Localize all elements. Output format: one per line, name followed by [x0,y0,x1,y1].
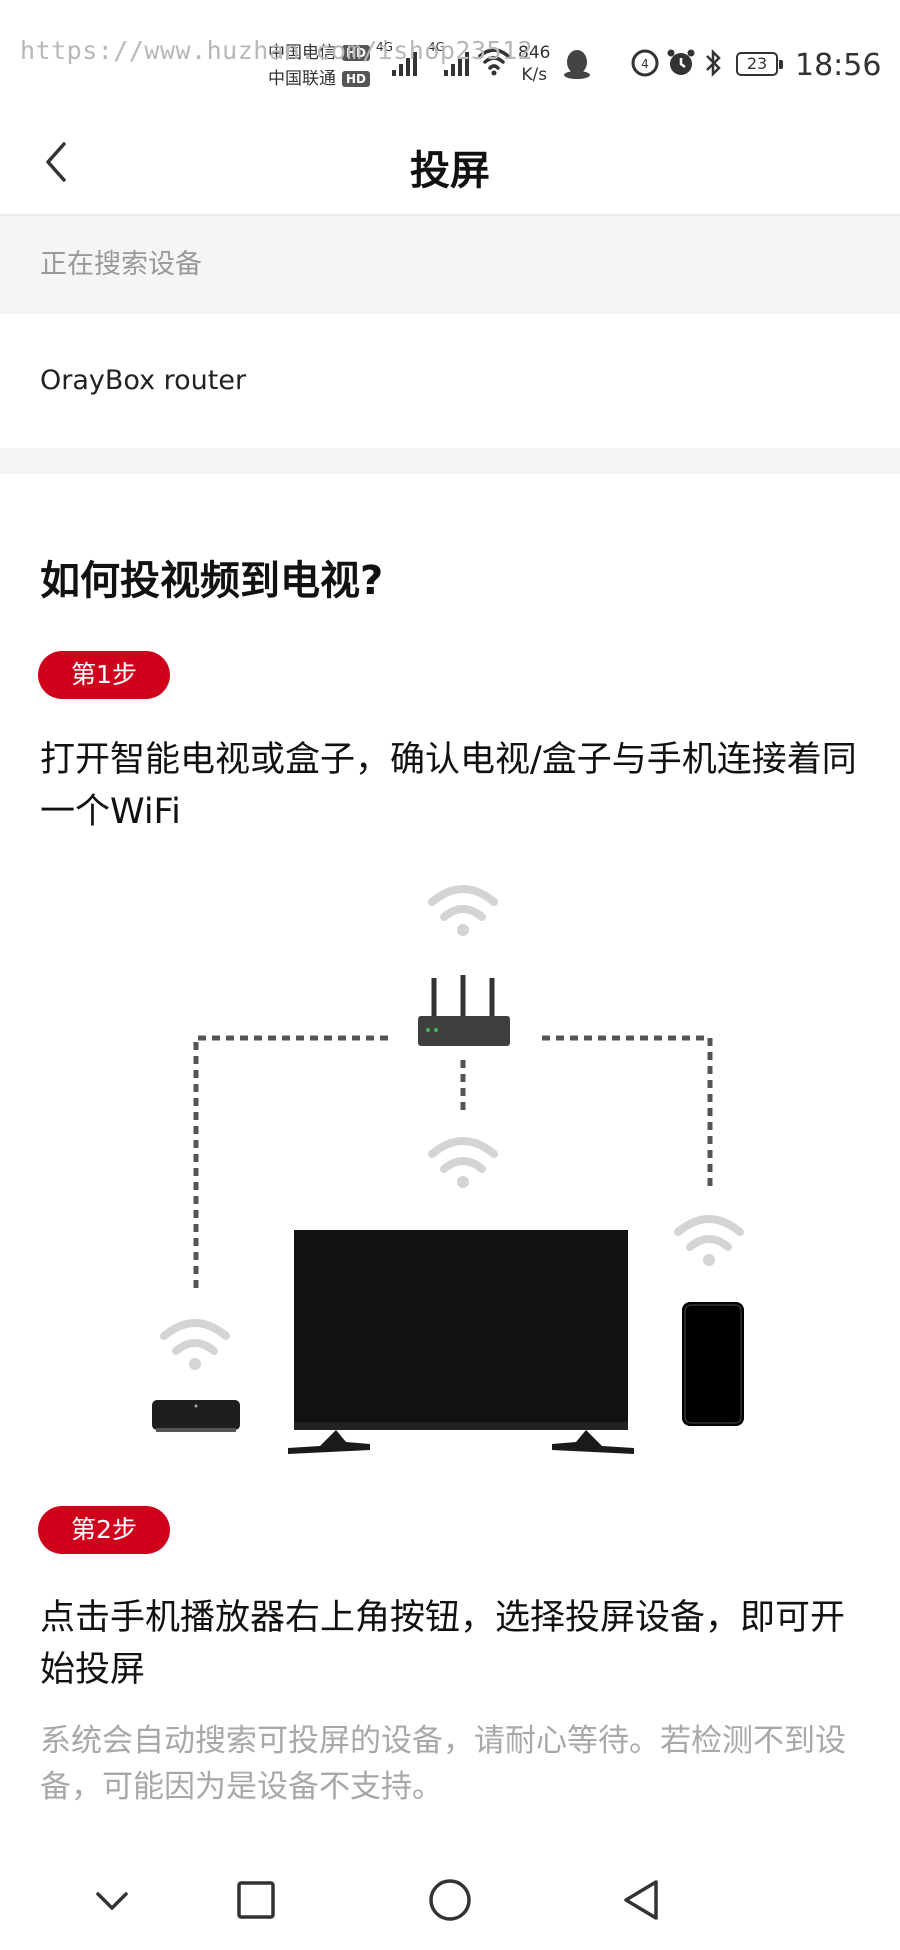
watermark: https://www.huzhan.com/ishop23512 [20,36,534,65]
chevron-left-icon [46,142,66,182]
device-list-item[interactable]: OrayBox router [0,314,900,448]
carrier-name-1: 中国电信 [268,43,336,63]
status-bar: 中国电信 HD 中国联通 HD 4G 4G 846 K/s 4 [0,0,900,110]
hd-badge: HD [342,71,371,87]
signal-icon [392,52,417,76]
wifi-icon [478,48,510,76]
bluetooth-icon [706,48,721,78]
back-button[interactable] [34,132,84,192]
speed-unit: K/s [521,65,548,85]
tv-icon [288,1230,634,1454]
tv-box-icon [152,1400,240,1432]
system-navigation-bar [0,1850,900,1950]
carrier-info: 中国电信 HD 中国联通 HD [268,40,371,92]
step-1-text: 打开智能电视或盒子，确认电视/盒子与手机连接着同一个WiFi [40,740,857,832]
qq-icon [564,50,590,79]
wifi-icon [160,1319,230,1370]
section-divider [0,448,900,474]
circle-icon [429,1879,471,1921]
network-speed: 846 K/s [518,42,550,86]
wifi-icon [428,1137,498,1188]
guide-title: 如何投视频到电视? [40,558,384,604]
square-icon [237,1881,275,1919]
top-app-bar: 投屏 [0,110,900,216]
nav-collapse-button[interactable] [82,1870,142,1930]
step-1-badge: 第1步 [38,651,170,699]
clock: 18:56 [795,48,882,83]
carrier-name-2: 中国联通 [268,69,336,89]
nav-home-button[interactable] [420,1870,480,1930]
network-type-1: 4G [376,40,393,54]
nav-back-button[interactable] [612,1870,672,1930]
connection-lines [193,1035,713,1290]
network-type-2: 4G [428,40,445,54]
search-status: 正在搜索设备 [0,216,900,314]
signal-icon [444,52,469,76]
alarm-icon [667,49,695,75]
network-illustration [152,885,744,1454]
router-icon [418,975,510,1046]
svg-text:4: 4 [641,57,649,71]
phone-icon [682,1302,744,1426]
wifi-icon [674,1215,744,1266]
wifi-icon [428,885,498,936]
triangle-back-icon [624,1880,658,1920]
chevron-down-icon [96,1892,128,1910]
hd-call-icon: 4 [631,49,659,77]
battery-indicator: 23 [736,52,783,76]
step-2-badge: 第2步 [38,1506,170,1554]
page-title: 投屏 [410,148,490,194]
hint-text: 系统会自动搜索可投屏的设备，请耐心等待。若检测不到设备，可能因为是设备不支持。 [40,1723,846,1805]
step-2-text: 点击手机播放器右上角按钮，选择投屏设备，即可开始投屏 [40,1598,846,1690]
speed-value: 846 [518,43,551,63]
hd-badge: HD [342,45,371,61]
nav-recent-button[interactable] [226,1870,286,1930]
